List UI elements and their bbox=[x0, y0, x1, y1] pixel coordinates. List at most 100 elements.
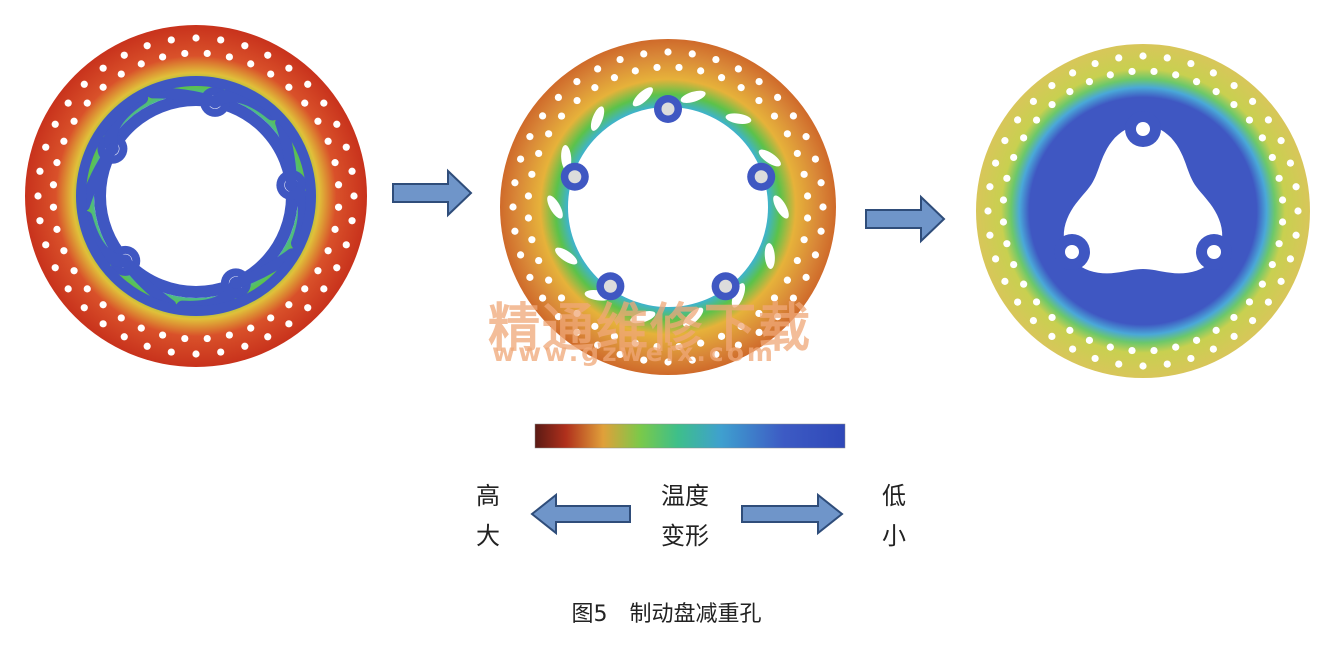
vent-hole bbox=[83, 99, 91, 107]
vent-hole bbox=[573, 309, 581, 318]
vent-hole bbox=[1172, 71, 1180, 79]
vent-hole bbox=[51, 264, 59, 272]
vent-hole bbox=[793, 149, 801, 158]
lightening-slot bbox=[590, 106, 605, 131]
vent-hole bbox=[610, 332, 619, 340]
vent-hole bbox=[737, 84, 745, 92]
vent-hole bbox=[167, 348, 175, 356]
bolt-hole bbox=[754, 170, 768, 184]
vent-hole bbox=[1139, 52, 1147, 60]
vent-hole bbox=[159, 331, 167, 339]
vent-hole bbox=[241, 42, 249, 50]
vent-hole bbox=[83, 285, 91, 293]
vent-hole bbox=[331, 159, 339, 167]
vent-hole bbox=[36, 217, 44, 225]
vent-hole bbox=[675, 342, 683, 351]
vent-hole bbox=[1277, 277, 1285, 285]
vent-hole bbox=[986, 231, 994, 239]
vent-hole bbox=[770, 112, 779, 120]
vent-hole bbox=[528, 170, 536, 178]
lightening-slot bbox=[632, 87, 653, 107]
vent-hole bbox=[528, 236, 536, 244]
vent-hole bbox=[350, 192, 358, 200]
vent-hole bbox=[1150, 67, 1158, 76]
vent-hole bbox=[675, 63, 683, 72]
vent-hole bbox=[991, 159, 1000, 167]
vent-hole bbox=[802, 133, 810, 141]
vent-hole bbox=[1091, 354, 1099, 363]
vent-hole bbox=[545, 276, 553, 284]
vent-hole bbox=[1029, 317, 1037, 325]
vent-hole bbox=[1069, 345, 1077, 353]
vent-hole bbox=[99, 64, 107, 72]
vent-hole bbox=[1245, 298, 1254, 306]
vent-hole bbox=[324, 137, 332, 145]
legend-small-label: 小 bbox=[882, 522, 906, 550]
vent-hole bbox=[783, 130, 791, 138]
vent-hole bbox=[1150, 346, 1158, 355]
vent-hole bbox=[526, 273, 534, 281]
vent-hole bbox=[1258, 134, 1266, 142]
legend-low-label: 低 bbox=[882, 482, 906, 510]
vent-hole bbox=[314, 267, 322, 275]
vent-hole bbox=[819, 203, 827, 211]
vent-hole bbox=[203, 49, 211, 58]
vent-hole bbox=[509, 203, 517, 211]
vent-hole bbox=[803, 214, 812, 222]
vent-hole bbox=[1275, 240, 1283, 248]
bolt-hole bbox=[719, 279, 733, 293]
bolt-hole bbox=[1064, 245, 1079, 259]
spoke bbox=[275, 117, 297, 191]
figure-caption: 图5 制动盘减重孔 bbox=[571, 602, 762, 627]
vent-hole bbox=[324, 247, 332, 255]
vent-hole bbox=[1085, 78, 1094, 86]
vent-hole bbox=[1187, 59, 1195, 68]
center-bore bbox=[1063, 125, 1223, 274]
vent-hole bbox=[304, 80, 312, 88]
vent-hole bbox=[526, 133, 534, 141]
vent-hole bbox=[1292, 183, 1300, 191]
vent-hole bbox=[811, 155, 820, 163]
vent-hole bbox=[610, 74, 619, 82]
vent-hole bbox=[811, 251, 820, 259]
watermark-text: 精通维修下载 bbox=[488, 299, 813, 359]
vent-hole bbox=[1249, 97, 1257, 105]
vent-hole bbox=[793, 256, 801, 265]
brake-disc-optimized bbox=[976, 44, 1310, 378]
vent-hole bbox=[342, 241, 350, 249]
vent-hole bbox=[1286, 255, 1295, 263]
vent-hole bbox=[1115, 54, 1123, 62]
vent-hole bbox=[1014, 116, 1022, 124]
color-scale-bar bbox=[534, 423, 846, 449]
spoke bbox=[78, 143, 118, 212]
vent-hole bbox=[264, 333, 272, 341]
spoke bbox=[119, 255, 177, 311]
vent-hole bbox=[247, 60, 255, 68]
vent-hole bbox=[1048, 313, 1056, 322]
vent-hole bbox=[1192, 336, 1201, 344]
vent-hole bbox=[631, 339, 639, 347]
vent-hole bbox=[545, 130, 553, 138]
vent-hole bbox=[557, 112, 566, 120]
vent-hole bbox=[99, 83, 107, 91]
vent-hole bbox=[120, 333, 128, 341]
vent-hole bbox=[1172, 343, 1180, 351]
vent-hole bbox=[539, 294, 547, 302]
vent-hole bbox=[301, 99, 309, 107]
vent-hole bbox=[688, 356, 696, 364]
vent-hole bbox=[1020, 134, 1028, 142]
vent-hole bbox=[712, 55, 720, 64]
vent-hole bbox=[264, 51, 272, 59]
vent-hole bbox=[817, 227, 825, 235]
outer-band bbox=[76, 76, 316, 316]
vent-hole bbox=[1277, 137, 1285, 145]
vent-hole bbox=[203, 334, 211, 343]
vent-hole bbox=[1048, 100, 1056, 109]
vent-hole bbox=[181, 49, 189, 58]
vent-hole bbox=[1010, 153, 1018, 162]
vent-hole bbox=[314, 117, 322, 125]
vent-hole bbox=[594, 65, 602, 73]
vent-hole bbox=[1268, 260, 1276, 269]
vent-hole bbox=[573, 78, 581, 86]
spoke bbox=[230, 248, 298, 289]
